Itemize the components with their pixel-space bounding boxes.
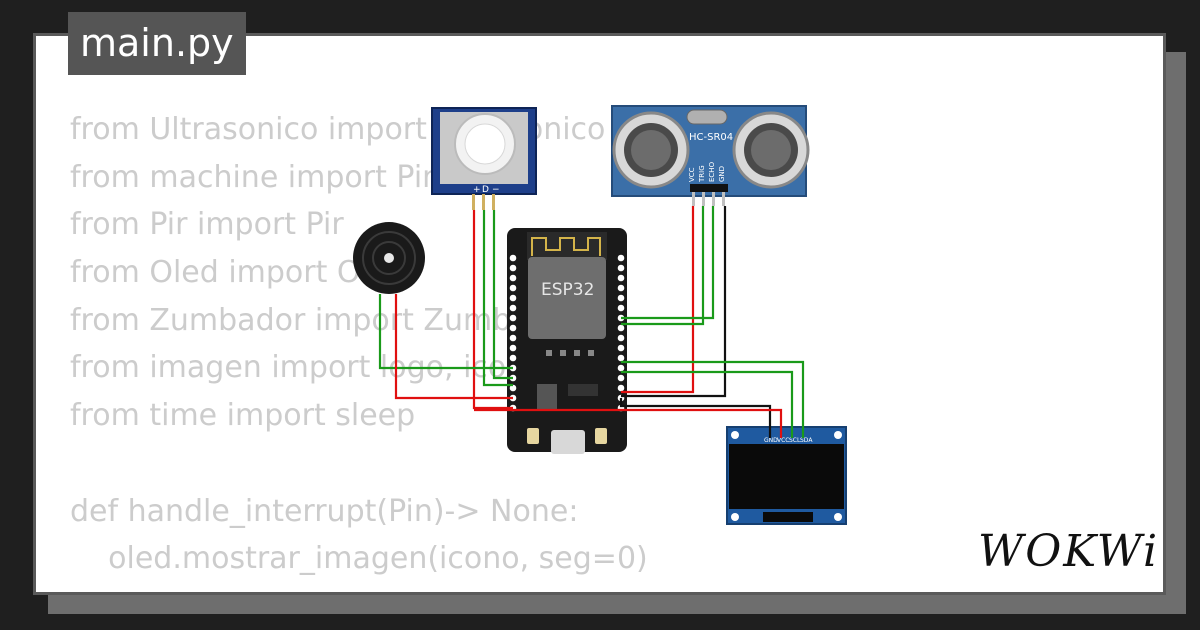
code-line: from Zumbador import Zumbador — [70, 302, 580, 338]
wire-ultra-echo — [621, 206, 715, 320]
wire-ultra-vcc — [621, 206, 695, 394]
code-line: from time import sleep — [70, 398, 416, 434]
wire-buzzer-signal — [378, 294, 513, 370]
pir-pin-gnd: − — [492, 185, 500, 195]
file-title: main.py — [68, 12, 246, 75]
wire-oled-scl — [621, 370, 794, 438]
ultrasonic-sensor[interactable]: HC-SR04 VCC TRIG ECHO GND — [611, 105, 810, 206]
pir-pin-vcc: + — [473, 185, 481, 195]
ultrasonic-pin-gnd: GND — [718, 166, 726, 182]
oled-pin-gnd: GND — [764, 437, 778, 444]
ultrasonic-pin-trig: TRIG — [698, 165, 706, 183]
ultrasonic-pin-vcc: VCC — [688, 167, 696, 182]
oled-pin-scl: SCL — [789, 437, 801, 444]
wires — [378, 206, 805, 438]
esp32-label: ESP32 — [541, 280, 594, 300]
wire-oled-vcc — [474, 408, 783, 438]
wokwi-logo: WOKWi — [978, 526, 1160, 577]
ultrasonic-label: HC-SR04 — [689, 132, 733, 143]
oled-display[interactable]: GND VCC SCL SDA — [726, 426, 847, 525]
oled-pin-sda: SDA — [800, 437, 813, 444]
wire-ultra-gnd — [621, 206, 727, 398]
buzzer[interactable] — [353, 222, 425, 294]
code-line: def handle_interrupt(Pin)-> None: — [70, 493, 579, 529]
code-line: from Pir import Pir — [70, 207, 344, 243]
ultrasonic-pin-echo: ECHO — [708, 161, 716, 182]
pir-pin-data: D — [482, 185, 489, 195]
esp32-board[interactable]: ESP32 — [507, 228, 627, 454]
code-line: zumbador.sonar_pasivo(duracion=2) — [70, 583, 661, 592]
oled-pin-vcc: VCC — [777, 437, 789, 444]
wire-pir-vcc — [472, 210, 513, 410]
wire-pir-gnd — [492, 210, 513, 380]
wire-pir-data — [482, 210, 513, 387]
wire-oled-sda — [621, 360, 805, 438]
code-line: oled.mostrar_imagen(icono, seg=0) — [70, 541, 648, 577]
wire-ultra-trig — [621, 206, 705, 326]
pir-sensor[interactable]: + D − — [431, 107, 537, 210]
wire-buzzer-gnd — [394, 294, 513, 400]
wire-oled-gnd — [619, 398, 772, 438]
